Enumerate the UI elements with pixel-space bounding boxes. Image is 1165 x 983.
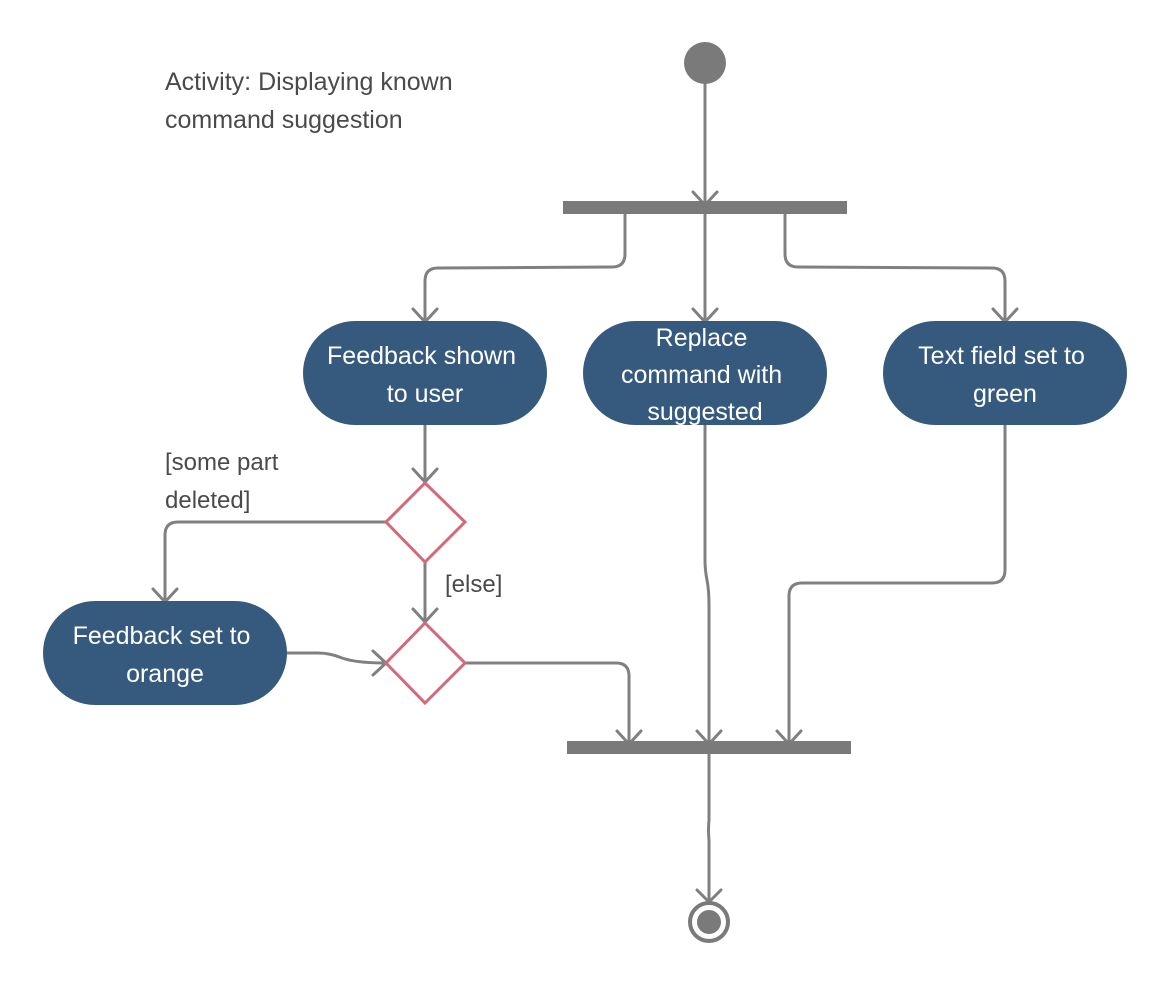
diagram-title: Activity: Displaying known command sugge… [165,68,460,134]
guard-some-part-deleted: [some part deleted] [165,449,285,514]
flow-text-field-to-join [787,422,1007,746]
flow-fork-to-feedback-shown [423,212,627,324]
guard-else: [else] [445,571,502,598]
action-label-line: Feedback shown [327,342,516,370]
action-label-line: to user [387,380,463,408]
action-label-line: orange [126,660,204,688]
diagram-title-line-1: Activity: Displaying known [165,68,453,96]
flow-fork-to-text-field [783,212,1007,324]
action-label-line: command with [621,361,782,389]
fork-bar [563,201,847,214]
action-feedback-orange-label: Feedback set to orange [73,622,258,688]
control-flows [151,82,1019,904]
merge-node [383,620,468,706]
join-bar [567,741,851,754]
flow-merge-to-join [463,661,631,746]
action-text-field-green: Text field set to green [883,321,1127,425]
guard-line: deleted] [165,487,250,514]
action-label-line: Text field set to [918,342,1085,370]
action-feedback-shown-label: Feedback shown to user [327,342,523,408]
flow-feedback-orange-to-merge [285,651,388,665]
action-replace-command: Replace command with suggested [583,321,827,426]
flow-join-to-end [707,751,711,904]
flow-replace-to-join [703,422,711,746]
diagram-title-line-2: command suggestion [165,106,403,134]
final-node [688,901,730,943]
action-label-line: green [973,380,1037,408]
initial-node [684,42,726,84]
flow-decision-to-feedback-orange [163,520,388,604]
action-feedback-shown: Feedback shown to user [303,321,547,425]
guard-line: [some part [165,449,279,476]
decision-node [383,480,468,565]
action-label-line: Feedback set to [73,622,251,650]
action-label-line: Replace [656,324,748,352]
action-label-line: suggested [647,398,762,426]
action-replace-command-label: Replace command with suggested [621,324,789,426]
action-feedback-orange: Feedback set to orange [43,601,287,705]
action-text-field-green-label: Text field set to green [918,342,1092,408]
